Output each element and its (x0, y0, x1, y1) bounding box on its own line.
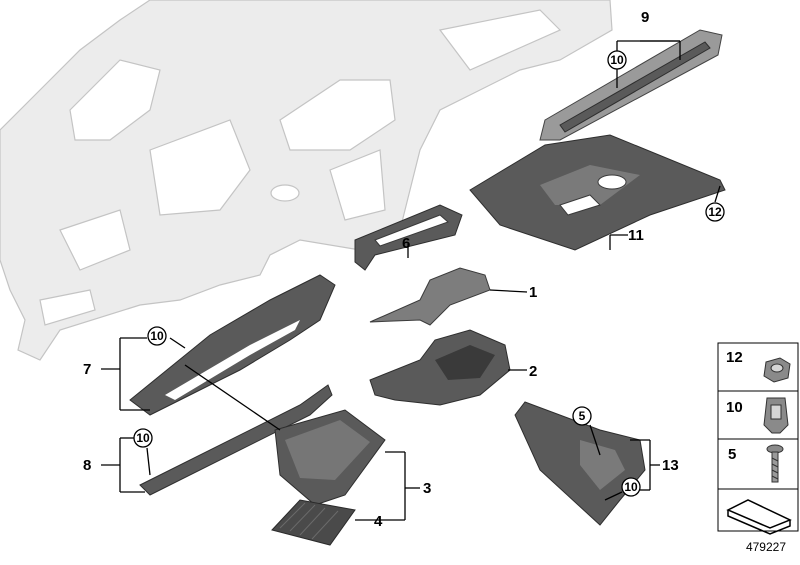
trim-panel-icon (726, 499, 792, 535)
ring-10-low-label: 10 (136, 431, 150, 445)
callout-3: 3 (423, 480, 431, 497)
callout-9: 9 (641, 9, 649, 26)
callout-1: 1 (529, 284, 537, 301)
part-9-trim-strip (539, 29, 723, 141)
part-3-glove-box (274, 409, 386, 506)
legend-label-12: 12 (726, 349, 743, 366)
dashboard-carrier (0, 0, 613, 361)
callout-13: 13 (662, 457, 679, 474)
ring-10-right-label: 10 (624, 480, 638, 494)
part-11-plate (469, 134, 726, 251)
legend-label-5: 5 (728, 446, 736, 463)
ring-5-right-label: 5 (579, 409, 586, 423)
ring-10-right (621, 477, 641, 497)
hex-nut-icon (763, 357, 791, 383)
part-6-column-frame (354, 204, 463, 271)
callout-8: 8 (83, 457, 91, 474)
part-4-mat (271, 499, 356, 546)
callout-labels: 9 1 2 3 4 6 7 8 11 13 (83, 9, 679, 530)
clip-nut-icon (763, 397, 789, 434)
ring-12-top (705, 202, 725, 222)
part-8-trim-strip (139, 384, 333, 496)
ring-10-top (607, 50, 627, 70)
legend-label-10: 10 (726, 399, 743, 416)
ring-10-left-label: 10 (150, 329, 164, 343)
callout-4: 4 (374, 513, 383, 530)
part-1-column-cover-upper (369, 267, 491, 326)
callout-11: 11 (628, 227, 644, 244)
ring-12-top-label: 12 (708, 205, 722, 219)
part-7-trim-panel (129, 274, 336, 416)
ring-5-right (572, 406, 592, 426)
part-13-knee-bolster (514, 401, 646, 526)
ring-10-left (147, 326, 167, 346)
ring-10-low (133, 428, 153, 448)
ring-10-top-label: 10 (610, 53, 624, 67)
leader-lines (101, 40, 721, 521)
part-2-column-cover-lower (369, 329, 511, 406)
hardware-legend: 12 10 5 (717, 342, 799, 535)
diagram-number: 479227 (745, 540, 786, 554)
circled-callouts: 10 12 10 10 5 10 (133, 50, 725, 497)
screw-icon (766, 444, 784, 483)
callout-7: 7 (83, 361, 91, 378)
callout-6: 6 (402, 235, 410, 252)
callout-2: 2 (529, 363, 537, 380)
